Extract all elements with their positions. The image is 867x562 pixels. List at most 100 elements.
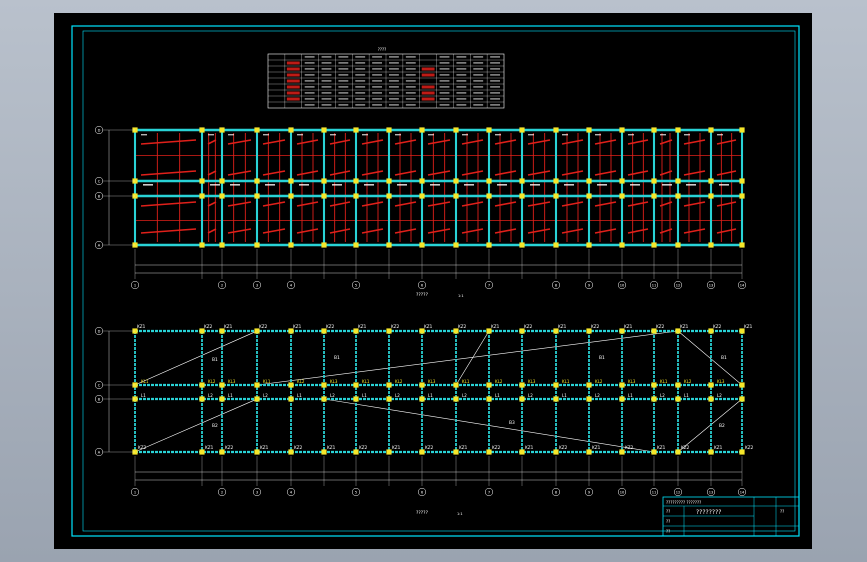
grid-bubble	[130, 487, 140, 497]
grid-bubble	[351, 280, 361, 290]
slab-diagonal	[677, 330, 743, 386]
column	[353, 193, 359, 199]
rebar-annotation	[364, 184, 374, 186]
grid-bubble-label: 4	[290, 283, 293, 287]
grid-bubble-label: 8	[555, 283, 558, 287]
beam-label: L1	[428, 393, 433, 398]
table-cell-text	[338, 86, 349, 88]
rebar-hook	[427, 201, 451, 207]
beam-label: KL1	[263, 379, 271, 384]
beam-label: KZ2	[656, 324, 665, 329]
rebar-hook	[227, 139, 252, 145]
column	[675, 382, 681, 388]
table-cell-text	[490, 74, 500, 76]
rebar-hook	[561, 139, 584, 145]
grid-bubble	[351, 487, 361, 497]
column	[419, 382, 425, 388]
table-cell-text	[321, 74, 332, 76]
rebar-hook	[329, 228, 351, 234]
rebar-hook	[659, 170, 673, 176]
column	[708, 178, 714, 184]
table-cell-text	[304, 104, 315, 106]
table-cell-text	[473, 98, 484, 100]
axis-bubble-label: D	[98, 128, 101, 132]
table-cell-text	[439, 98, 450, 100]
table-cell-text	[473, 104, 484, 106]
grid-bubble	[551, 487, 561, 497]
column	[651, 242, 657, 248]
table-cell-text	[338, 74, 349, 76]
table-cell-text	[338, 56, 349, 58]
table-cell-text	[439, 80, 450, 82]
rebar-hook	[262, 170, 286, 176]
column	[254, 193, 260, 199]
column	[219, 382, 225, 388]
rebar-hook	[361, 228, 384, 234]
column	[708, 193, 714, 199]
table-cell-text	[372, 86, 382, 88]
rebar-annotation	[595, 134, 601, 136]
table-cell-text	[405, 98, 416, 100]
table-cell-text	[405, 104, 416, 106]
grid-bubble-label: 14	[740, 490, 745, 494]
rebar-hook	[296, 139, 319, 145]
rebar-annotation	[141, 134, 147, 136]
column	[288, 127, 294, 133]
rebar-hook	[329, 139, 351, 145]
table-cell-text	[439, 62, 450, 64]
rebar-hook	[716, 201, 737, 207]
table-cell-text	[372, 62, 382, 64]
rebar-hook	[207, 228, 217, 234]
table-cell-text	[473, 56, 484, 58]
rebar-hook	[716, 170, 737, 176]
beam-label: KZ1	[205, 445, 214, 450]
column	[219, 193, 225, 199]
rebar-hook	[296, 201, 319, 207]
table-cell-text	[439, 104, 450, 106]
grid-bubble	[584, 487, 594, 497]
rebar-annotation	[660, 134, 666, 136]
grid-bubble-label: 7	[488, 490, 490, 494]
table-cell-text	[439, 92, 450, 94]
table-cell-text	[321, 56, 332, 58]
table-cell-text	[355, 56, 366, 58]
column	[321, 449, 327, 455]
beam-label: KZ1	[744, 324, 753, 329]
beam-label: L2	[330, 393, 335, 398]
column	[321, 382, 327, 388]
beam-label: L1	[562, 393, 567, 398]
column	[219, 449, 225, 455]
rebar-annotation	[464, 184, 474, 186]
grid-bubble	[649, 487, 659, 497]
table-cell-text	[473, 62, 484, 64]
table-cell-text	[372, 98, 382, 100]
column	[486, 193, 492, 199]
column	[739, 396, 745, 402]
column	[619, 382, 625, 388]
rebar-hook	[716, 228, 737, 234]
table-cell-text	[304, 68, 315, 70]
column	[321, 193, 327, 199]
rebar-hook	[627, 170, 649, 176]
beam-label: L2	[462, 393, 467, 398]
grid-bubble-label: 9	[588, 283, 591, 287]
column	[586, 396, 592, 402]
beam-label: KZ1	[137, 324, 146, 329]
table-cell-text	[389, 92, 399, 94]
rebar-annotation	[362, 134, 368, 136]
column	[321, 328, 327, 334]
column	[453, 178, 459, 184]
column	[619, 449, 625, 455]
rebar-annotation	[265, 184, 275, 186]
rebar-annotation	[462, 134, 468, 136]
rebar-annotation	[208, 134, 214, 136]
axis-bubble	[94, 326, 104, 336]
table-rebar-shape	[286, 97, 300, 101]
column	[321, 242, 327, 248]
rebar-hook	[262, 228, 286, 234]
column	[288, 193, 294, 199]
table-rebar-shape	[286, 67, 300, 71]
beam-label: KZ2	[259, 324, 268, 329]
